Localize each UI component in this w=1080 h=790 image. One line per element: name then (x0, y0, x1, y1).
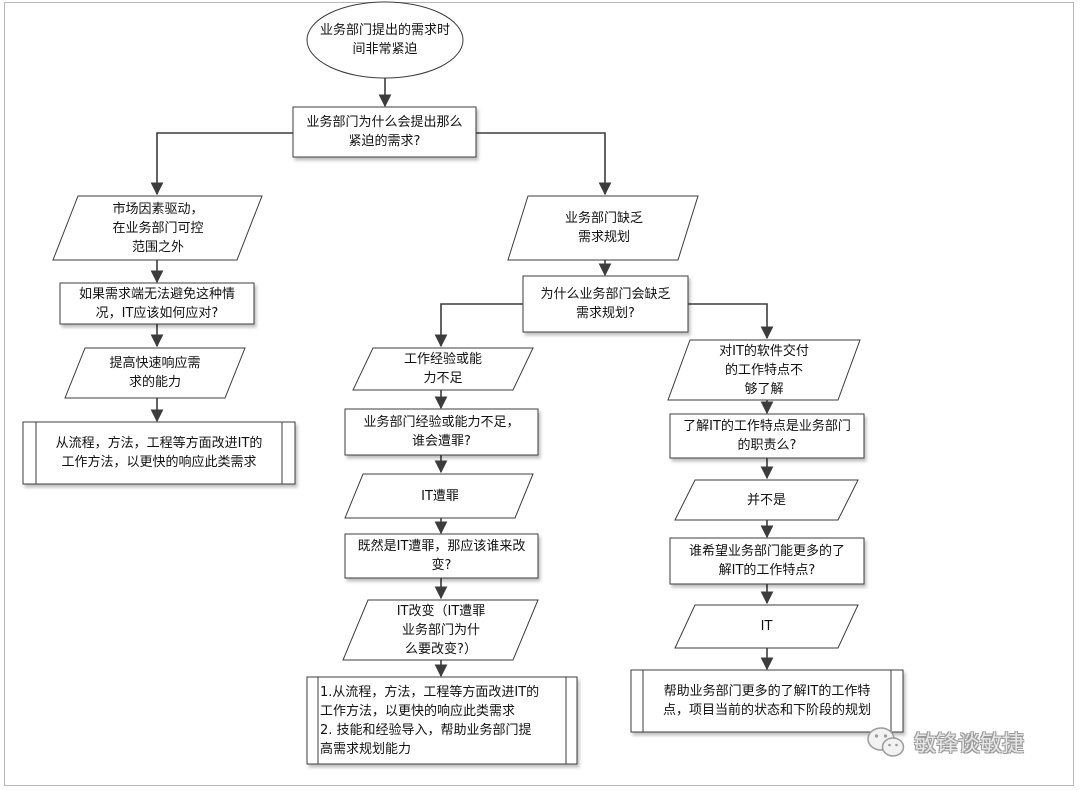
watermark-text: 敏锋谈敏捷 (914, 732, 1025, 757)
not-understand-parallelogram (667, 339, 861, 401)
not-really-parallelogram (674, 479, 859, 521)
connector-q1-to-market (150, 132, 293, 196)
shapes (22, 1, 904, 765)
lack-planning-node: 业务部门缺乏 需求规划 (564, 211, 643, 245)
lack-experience-parallelogram (352, 347, 534, 391)
connector-q1-to-lack-planning (476, 132, 612, 196)
it-suffers-node: IT遭罪 (421, 488, 459, 504)
q-who-change-box (344, 533, 539, 579)
right-action-node: 帮助业务部门更多的了解IT的工作特 点，项目当前的状态和下阶段的规划 (662, 684, 871, 718)
middle-actions-box (306, 676, 578, 765)
q-how-respond-box (59, 282, 255, 325)
start-ellipse (306, 1, 464, 79)
question-who-changes: 既然是IT遭罪，那应该谁来改 变? (357, 539, 526, 573)
improve-speed-parallelogram (64, 347, 246, 399)
start-node: 业务部门提出的需求时 间非常紧迫 (319, 23, 450, 57)
watermark: 敏锋谈敏捷 (866, 724, 1024, 760)
connector-q-why-lack-to-experience (434, 303, 523, 348)
q-why-lack-box (522, 275, 689, 333)
q-who-blame-box (344, 408, 539, 456)
q-who-wants-box (669, 537, 865, 585)
q-responsibility-box (669, 413, 865, 459)
connectors (150, 78, 774, 678)
wechat-icon (867, 727, 905, 757)
it-changes-node: IT改变（IT遭罪 业务部门为什 么要改变?） (396, 603, 486, 657)
middle-actions-node: 1.从流程，方法，工程等方面改进IT的 工作方法，以更快的响应此类需求 2. 技… (320, 684, 540, 757)
connector-q-why-lack-to-not-understand (688, 303, 774, 340)
it-suffers-parallelogram (344, 473, 534, 519)
it-parallelogram (674, 604, 859, 649)
lack-planning-parallelogram (507, 195, 699, 261)
improve-speed-node: 提高快速响应需 求的能力 (109, 356, 201, 390)
not-really-node: 并不是 (746, 492, 786, 508)
question-how-respond: 如果需求端无法避免这种情 况，IT应该如何应对? (78, 286, 235, 321)
right-action-box (630, 669, 904, 733)
question-why-urgent: 业务部门为什么会提出那么 紧迫的需求? (306, 115, 463, 149)
market-driven-node: 市场因素驱动， 在业务部门可控 范围之外 (112, 201, 204, 255)
lack-experience-node: 工作经验或能 力不足 (403, 352, 482, 386)
left-action-node: 从流程，方法，工程等方面改进IT的 工作方法，以更快的响应此类需求 (55, 436, 263, 470)
diagram-frame (4, 2, 1074, 786)
not-understand-node: 对IT的软件交付 的工作特点不 够了解 (719, 343, 809, 397)
question-responsibility: 了解IT的工作特点是业务部门 的职责么? (683, 419, 851, 453)
market-parallelogram (52, 195, 263, 261)
it-changes-parallelogram (342, 599, 539, 661)
left-action-box (22, 421, 296, 485)
question-who-suffers: 业务部门经验或能力不足， 谁会遭罪? (363, 415, 520, 449)
q-why-urgent-box (292, 106, 477, 158)
question-why-lack-planning: 为什么业务部门会缺乏 需求规划? (540, 287, 671, 321)
question-who-wants: 谁希望业务部门能更多的了 解IT的工作特点? (688, 544, 845, 578)
it-node: IT (760, 619, 773, 634)
